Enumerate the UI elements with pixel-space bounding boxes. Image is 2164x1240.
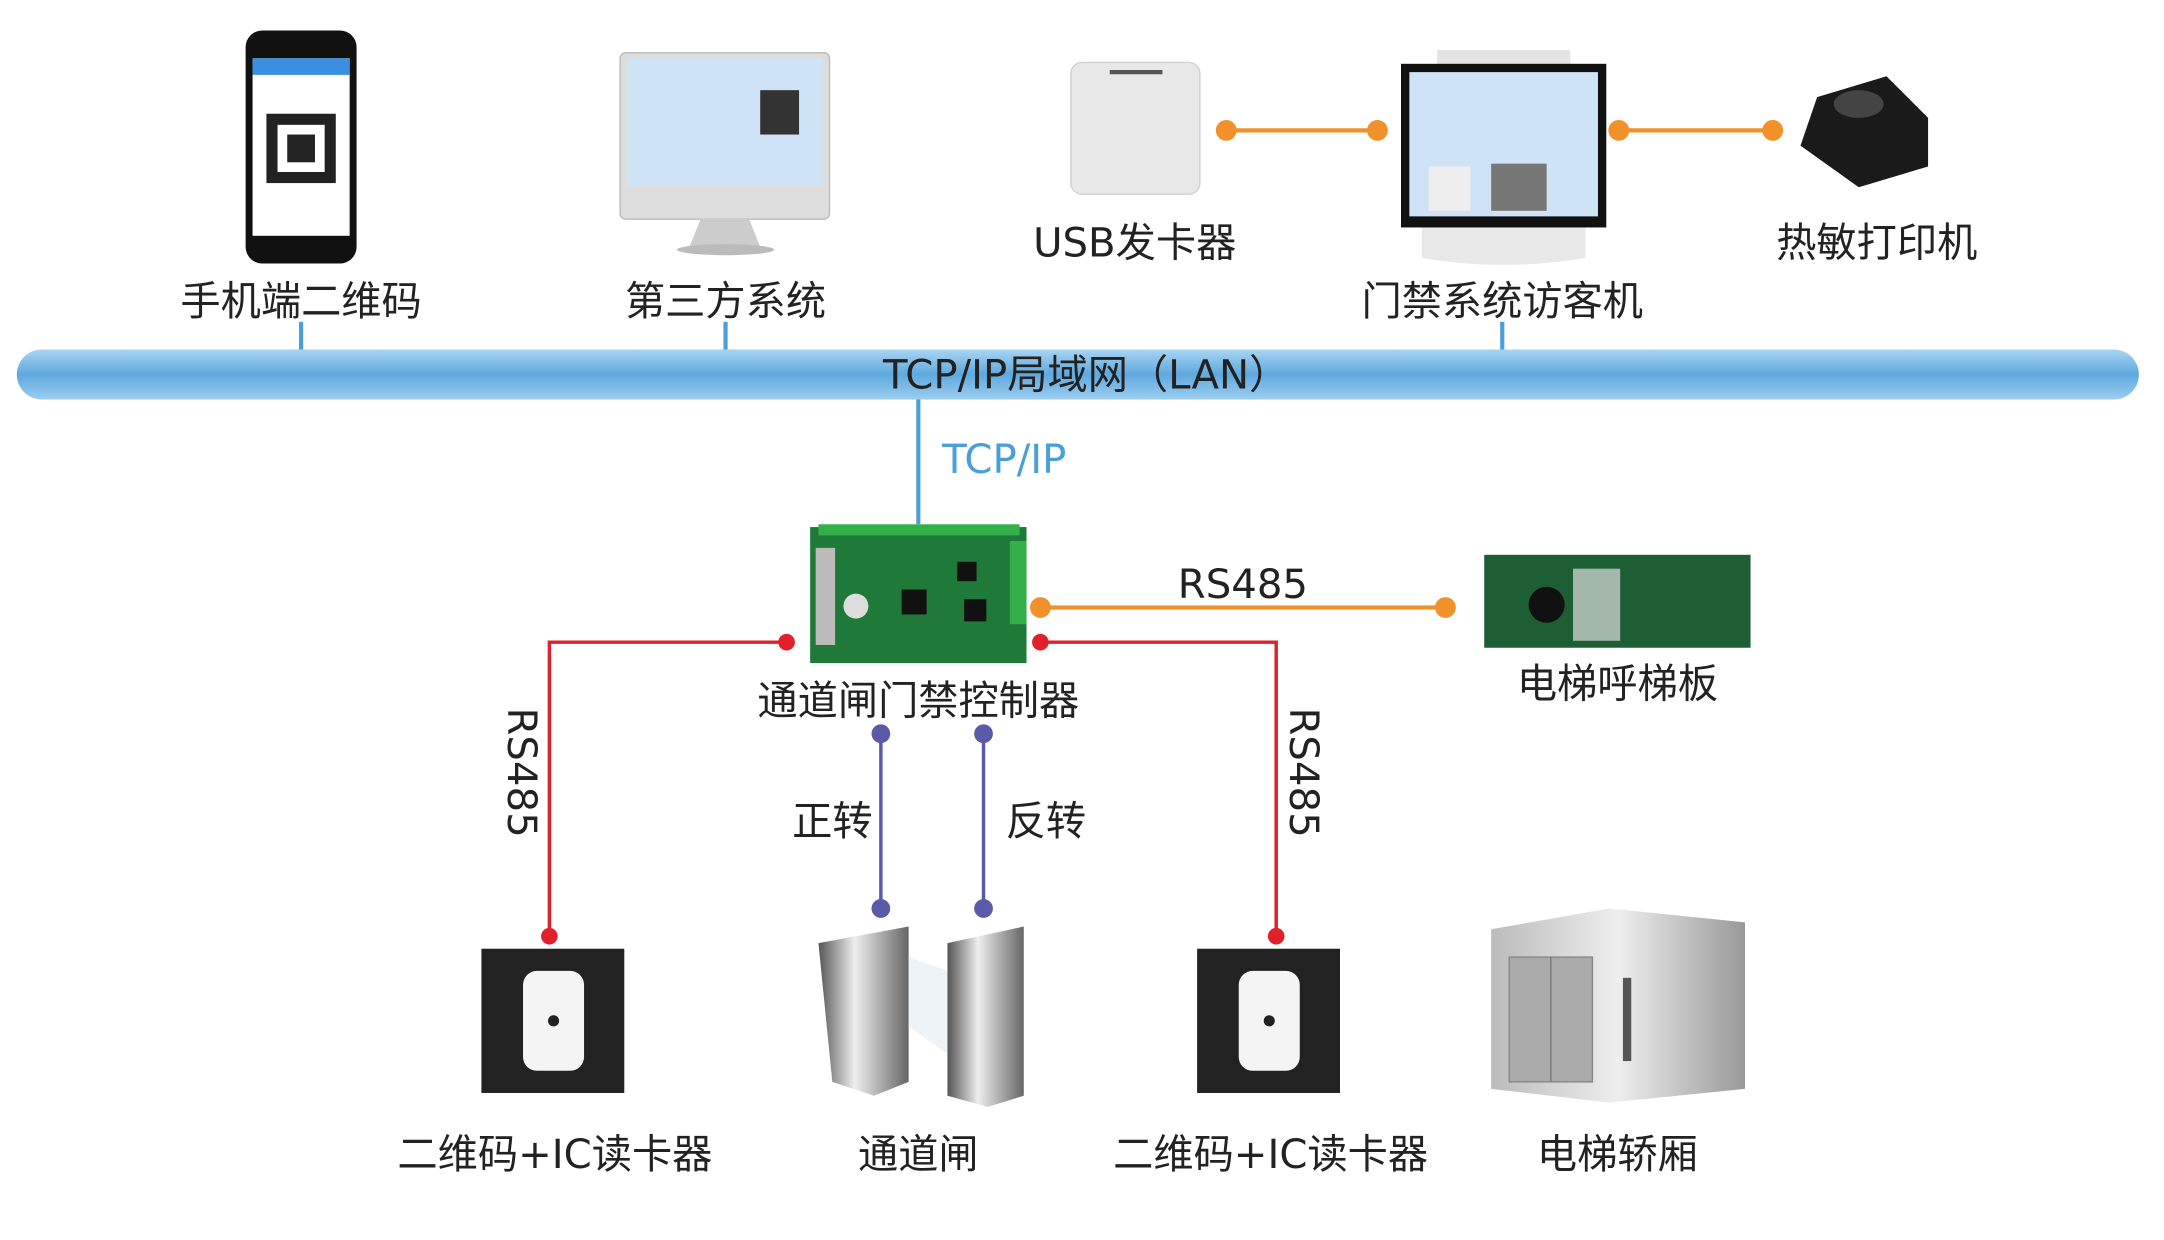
reader-right-label: 二维码+IC读卡器	[1113, 1132, 1428, 1178]
tcpip-uplink-label: TCP/IP	[941, 437, 1066, 483]
elevator-board-label: 电梯呼梯板	[1517, 662, 1718, 708]
controller-label: 通道闸门禁控制器	[757, 678, 1079, 724]
rs485-endpoints	[541, 633, 1285, 945]
visitor-terminal	[1401, 49, 1607, 265]
lan-bus: TCP/IP局域网（LAN）	[16, 349, 2139, 400]
reader-left-device	[481, 948, 625, 1093]
gate-control-links	[871, 724, 993, 918]
thermal-printer	[1800, 76, 1929, 188]
third-party-computer	[619, 52, 831, 256]
turnstile-gate	[818, 926, 1024, 1107]
lan-drop-lines	[299, 321, 1505, 525]
reader-right-device	[1197, 948, 1340, 1093]
controller-board	[810, 524, 1027, 663]
reverse-label: 反转	[1006, 799, 1086, 845]
phone-label: 手机端二维码	[180, 279, 421, 325]
printer-label: 热敏打印机	[1776, 221, 1977, 267]
elevator-car	[1491, 908, 1745, 1103]
usb-card-issuer	[1070, 61, 1201, 195]
rs485-reader-links	[547, 640, 1278, 937]
elevator-call-board	[1484, 554, 1751, 648]
gate-label: 通道闸	[858, 1132, 979, 1178]
phone-device	[245, 30, 357, 264]
reader-left-label: 二维码+IC读卡器	[397, 1132, 712, 1178]
rs485-right-label: RS485	[1280, 707, 1326, 837]
usb-link	[1215, 119, 1784, 141]
visitor-terminal-label: 门禁系统访客机	[1361, 279, 1643, 325]
lan-label: TCP/IP局域网（LAN）	[882, 352, 1289, 398]
usb-issuer-label: USB发卡器	[1033, 221, 1236, 267]
forward-label: 正转	[792, 799, 872, 845]
rs485-elevator-link	[1029, 597, 1456, 618]
third-party-label: 第三方系统	[625, 279, 826, 325]
elevator-car-label: 电梯轿厢	[1537, 1132, 1698, 1178]
rs485-elevator-label: RS485	[1178, 562, 1308, 608]
rs485-left-label: RS485	[498, 707, 544, 837]
